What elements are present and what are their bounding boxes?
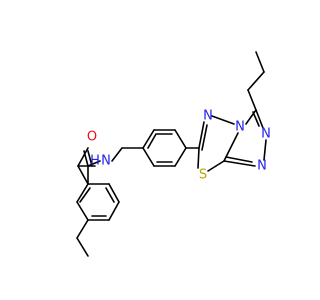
- bond-n-c: [111, 147, 123, 162]
- bond-c-c: [76, 237, 89, 257]
- atom-h-amide: H: [90, 154, 100, 169]
- bond-c-n: [87, 160, 101, 167]
- bond-n-c: [245, 109, 257, 125]
- bond-double-cn: [252, 111, 260, 127]
- bond-c-c: [76, 201, 89, 221]
- atom-n-triazole-right: N: [261, 127, 271, 142]
- bond-double-inner: [105, 187, 115, 203]
- atom-label-layer: O N H N N N N S: [87, 109, 271, 183]
- bond-c-c: [255, 51, 265, 73]
- bond-double-co: [83, 150, 89, 167]
- bond-c-c: [108, 183, 120, 203]
- bond-c-c: [76, 219, 89, 239]
- molecule-structure: O N H N N N N S: [76, 51, 271, 257]
- bond-s-c: [207, 160, 225, 172]
- bond-double-cn: [225, 156, 253, 163]
- bond-double-inner: [79, 187, 91, 203]
- atom-n-triazole-bottom: N: [257, 159, 267, 174]
- bond-n-n: [211, 115, 235, 125]
- bond-double-cn: [201, 124, 208, 151]
- bond-layer: [76, 51, 267, 257]
- bond-c-n: [198, 121, 205, 149]
- bond-c-s: [197, 147, 200, 169]
- bond-c-c: [174, 147, 187, 167]
- bond-c-n: [223, 160, 256, 167]
- bond-n-n: [263, 139, 267, 161]
- bond-c-c: [142, 129, 155, 149]
- bond-c-c: [142, 147, 155, 167]
- bond-double-inner: [147, 133, 157, 149]
- bond-c-c: [77, 165, 89, 185]
- bond-c-c: [247, 71, 265, 91]
- bond-c-n: [255, 109, 264, 129]
- atom-s-thiadiazole: S: [199, 168, 207, 183]
- bond-c-c: [174, 129, 187, 149]
- atom-n-thiadiazole-top: N: [203, 109, 213, 124]
- bond-c-c: [77, 147, 89, 167]
- bond-double-co: [87, 150, 93, 167]
- bond-c-c: [76, 183, 89, 203]
- atom-o: O: [87, 130, 97, 145]
- bond-c-c: [247, 89, 257, 111]
- bond-c-c: [108, 201, 120, 221]
- atom-n-amide: N: [101, 154, 111, 169]
- atom-n-bridgehead: N: [235, 120, 245, 135]
